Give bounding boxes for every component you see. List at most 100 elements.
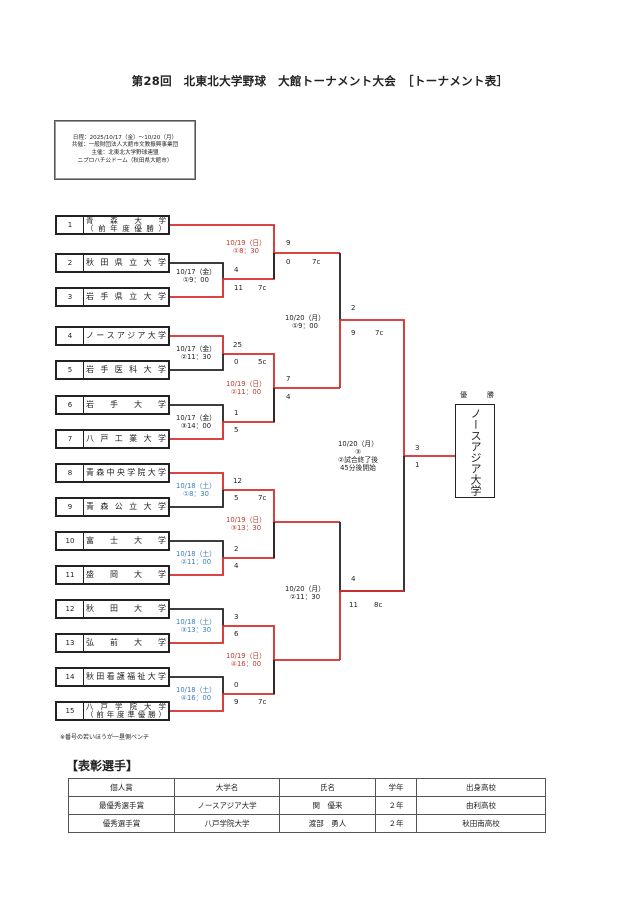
team-name: 八戸学院大学 bbox=[86, 702, 166, 711]
score: 25 bbox=[233, 341, 242, 349]
champion-char: ジ bbox=[469, 452, 482, 463]
bracket-line bbox=[339, 319, 455, 457]
score: 5 bbox=[234, 426, 239, 434]
champion-char: 学 bbox=[469, 485, 482, 496]
bracket-line bbox=[170, 540, 224, 558]
game-label: 10/18（土）③13：30 bbox=[176, 618, 216, 634]
score: 9 bbox=[286, 239, 291, 247]
team-box-11: 11 盛岡大学 bbox=[55, 565, 170, 585]
innings: 7c bbox=[258, 698, 267, 706]
champion-char: ア bbox=[469, 441, 482, 452]
team-number: 11 bbox=[57, 567, 84, 583]
score: 0 bbox=[234, 681, 239, 689]
bracket-line bbox=[170, 354, 224, 371]
bracket-line bbox=[170, 625, 340, 661]
game-label: 10/17（金）②11：30 bbox=[176, 345, 216, 361]
team-number: 2 bbox=[57, 255, 84, 271]
team-name: 八戸工業大学 bbox=[86, 434, 166, 443]
team-box-8: 8 青森中央学院大学 bbox=[55, 463, 170, 483]
score: 9 bbox=[234, 698, 239, 706]
bracket-line bbox=[339, 456, 405, 592]
team-number: 8 bbox=[57, 465, 84, 481]
innings: 5c bbox=[258, 358, 267, 366]
awards-table: 個人賞 大学名 氏名 学年 出身高校 最優秀選手賞 ノースアジア大学 関 優来 … bbox=[68, 778, 546, 833]
team-name: 富士大学 bbox=[86, 536, 166, 545]
score: 5 bbox=[234, 494, 239, 502]
team-name: 岩手大学 bbox=[86, 400, 166, 409]
innings: 7c bbox=[258, 494, 267, 502]
game-label: 10/18（土）④16：00 bbox=[176, 686, 216, 702]
team-name: 岩手県立大学 bbox=[86, 292, 166, 301]
score: 9 bbox=[351, 329, 356, 337]
champion-char: ス bbox=[469, 430, 482, 441]
team-box-5: 5 岩手医科大学 bbox=[55, 360, 170, 380]
game-label: 10/17（金）①9：00 bbox=[176, 268, 216, 284]
team-name: ノースアジア大学 bbox=[86, 331, 166, 340]
game-label: 10/18（土）②11：00 bbox=[176, 550, 216, 566]
team-number: 15 bbox=[57, 703, 84, 719]
team-name: 青森中央学院大学 bbox=[86, 468, 166, 477]
team-number: 10 bbox=[57, 533, 84, 549]
team-name: 青森大学 bbox=[86, 216, 166, 225]
event-venue: ニプロハチ公ドーム（秋田県大館市） bbox=[77, 157, 173, 164]
team-name: 秋田県立大学 bbox=[86, 258, 166, 267]
team-number: 13 bbox=[57, 635, 84, 651]
game-label: 10/17（金）③14：00 bbox=[176, 414, 216, 430]
page-title: 第28回 北東北大学野球 大館トーナメント大会 ［トーナメント表］ bbox=[131, 74, 509, 88]
team-name: 盛岡大学 bbox=[86, 570, 166, 579]
team-box-12: 12 秋田大学 bbox=[55, 599, 170, 619]
score: 2 bbox=[234, 545, 239, 553]
team-name: 秋田看護福祉大学 bbox=[86, 672, 166, 681]
bracket-line bbox=[170, 472, 340, 523]
table-header: 個人賞 大学名 氏名 学年 出身高校 bbox=[68, 778, 546, 797]
score: 11 bbox=[234, 284, 243, 292]
team-number: 9 bbox=[57, 499, 84, 515]
score: 1 bbox=[415, 461, 420, 469]
team-box-4: 4 ノースアジア大学 bbox=[55, 326, 170, 346]
team-number: 12 bbox=[57, 601, 84, 617]
score: 4 bbox=[351, 575, 356, 583]
game-label: 10/19（日）③13：30 bbox=[226, 516, 266, 532]
innings: 7c bbox=[258, 284, 267, 292]
bracket-line bbox=[170, 676, 224, 694]
champion-char: ノ bbox=[469, 408, 482, 419]
champion-char: 大 bbox=[469, 474, 482, 485]
event-schedule: 日程：2025/10/17（金）～10/20（月） bbox=[72, 134, 178, 141]
team-name: 青森公立大学 bbox=[86, 502, 166, 511]
team-box-1: 1 青森大学（前年度優勝） bbox=[55, 215, 170, 235]
score: 0 bbox=[234, 358, 239, 366]
bracket-line bbox=[170, 490, 224, 508]
team-box-15: 15 八戸学院大学（前年度準優勝） bbox=[55, 701, 170, 721]
team-number: 14 bbox=[57, 669, 84, 685]
team-box-7: 7 八戸工業大学 bbox=[55, 429, 170, 449]
score: 1 bbox=[234, 409, 239, 417]
champion-char: ー bbox=[469, 419, 482, 430]
bracket-line bbox=[170, 335, 340, 389]
score: 4 bbox=[234, 266, 239, 274]
bracket-line bbox=[170, 608, 224, 626]
game-label: 10/18（土）①8：30 bbox=[176, 482, 216, 498]
champion-char: ア bbox=[469, 463, 482, 474]
team-name: 弘前大学 bbox=[86, 638, 166, 647]
score: 4 bbox=[234, 562, 239, 570]
team-note: （前年度準優勝） bbox=[86, 710, 166, 719]
game-label: 10/19（日）①8：30 bbox=[226, 239, 266, 255]
game-label: 10/19（日）②11：00 bbox=[226, 380, 266, 396]
team-number: 6 bbox=[57, 397, 84, 413]
innings: 7c bbox=[375, 329, 384, 337]
bracket-line bbox=[339, 590, 404, 660]
team-box-2: 2 秋田県立大学 bbox=[55, 253, 170, 273]
innings: 8c bbox=[374, 601, 383, 609]
team-box-10: 10 富士大学 bbox=[55, 531, 170, 551]
team-note: （前年度優勝） bbox=[86, 224, 166, 233]
team-number: 3 bbox=[57, 289, 84, 305]
score: 6 bbox=[234, 630, 239, 638]
game-label: 10/20（月）①9：00 bbox=[285, 314, 325, 330]
score: 2 bbox=[351, 304, 356, 312]
score: 3 bbox=[415, 444, 420, 452]
table-row: 最優秀選手賞 ノースアジア大学 関 優来 ２年 由利高校 bbox=[68, 796, 546, 815]
bracket-line bbox=[170, 404, 224, 422]
team-name: 秋田大学 bbox=[86, 604, 166, 613]
champion-box: ノースアジア大学 bbox=[455, 404, 495, 498]
